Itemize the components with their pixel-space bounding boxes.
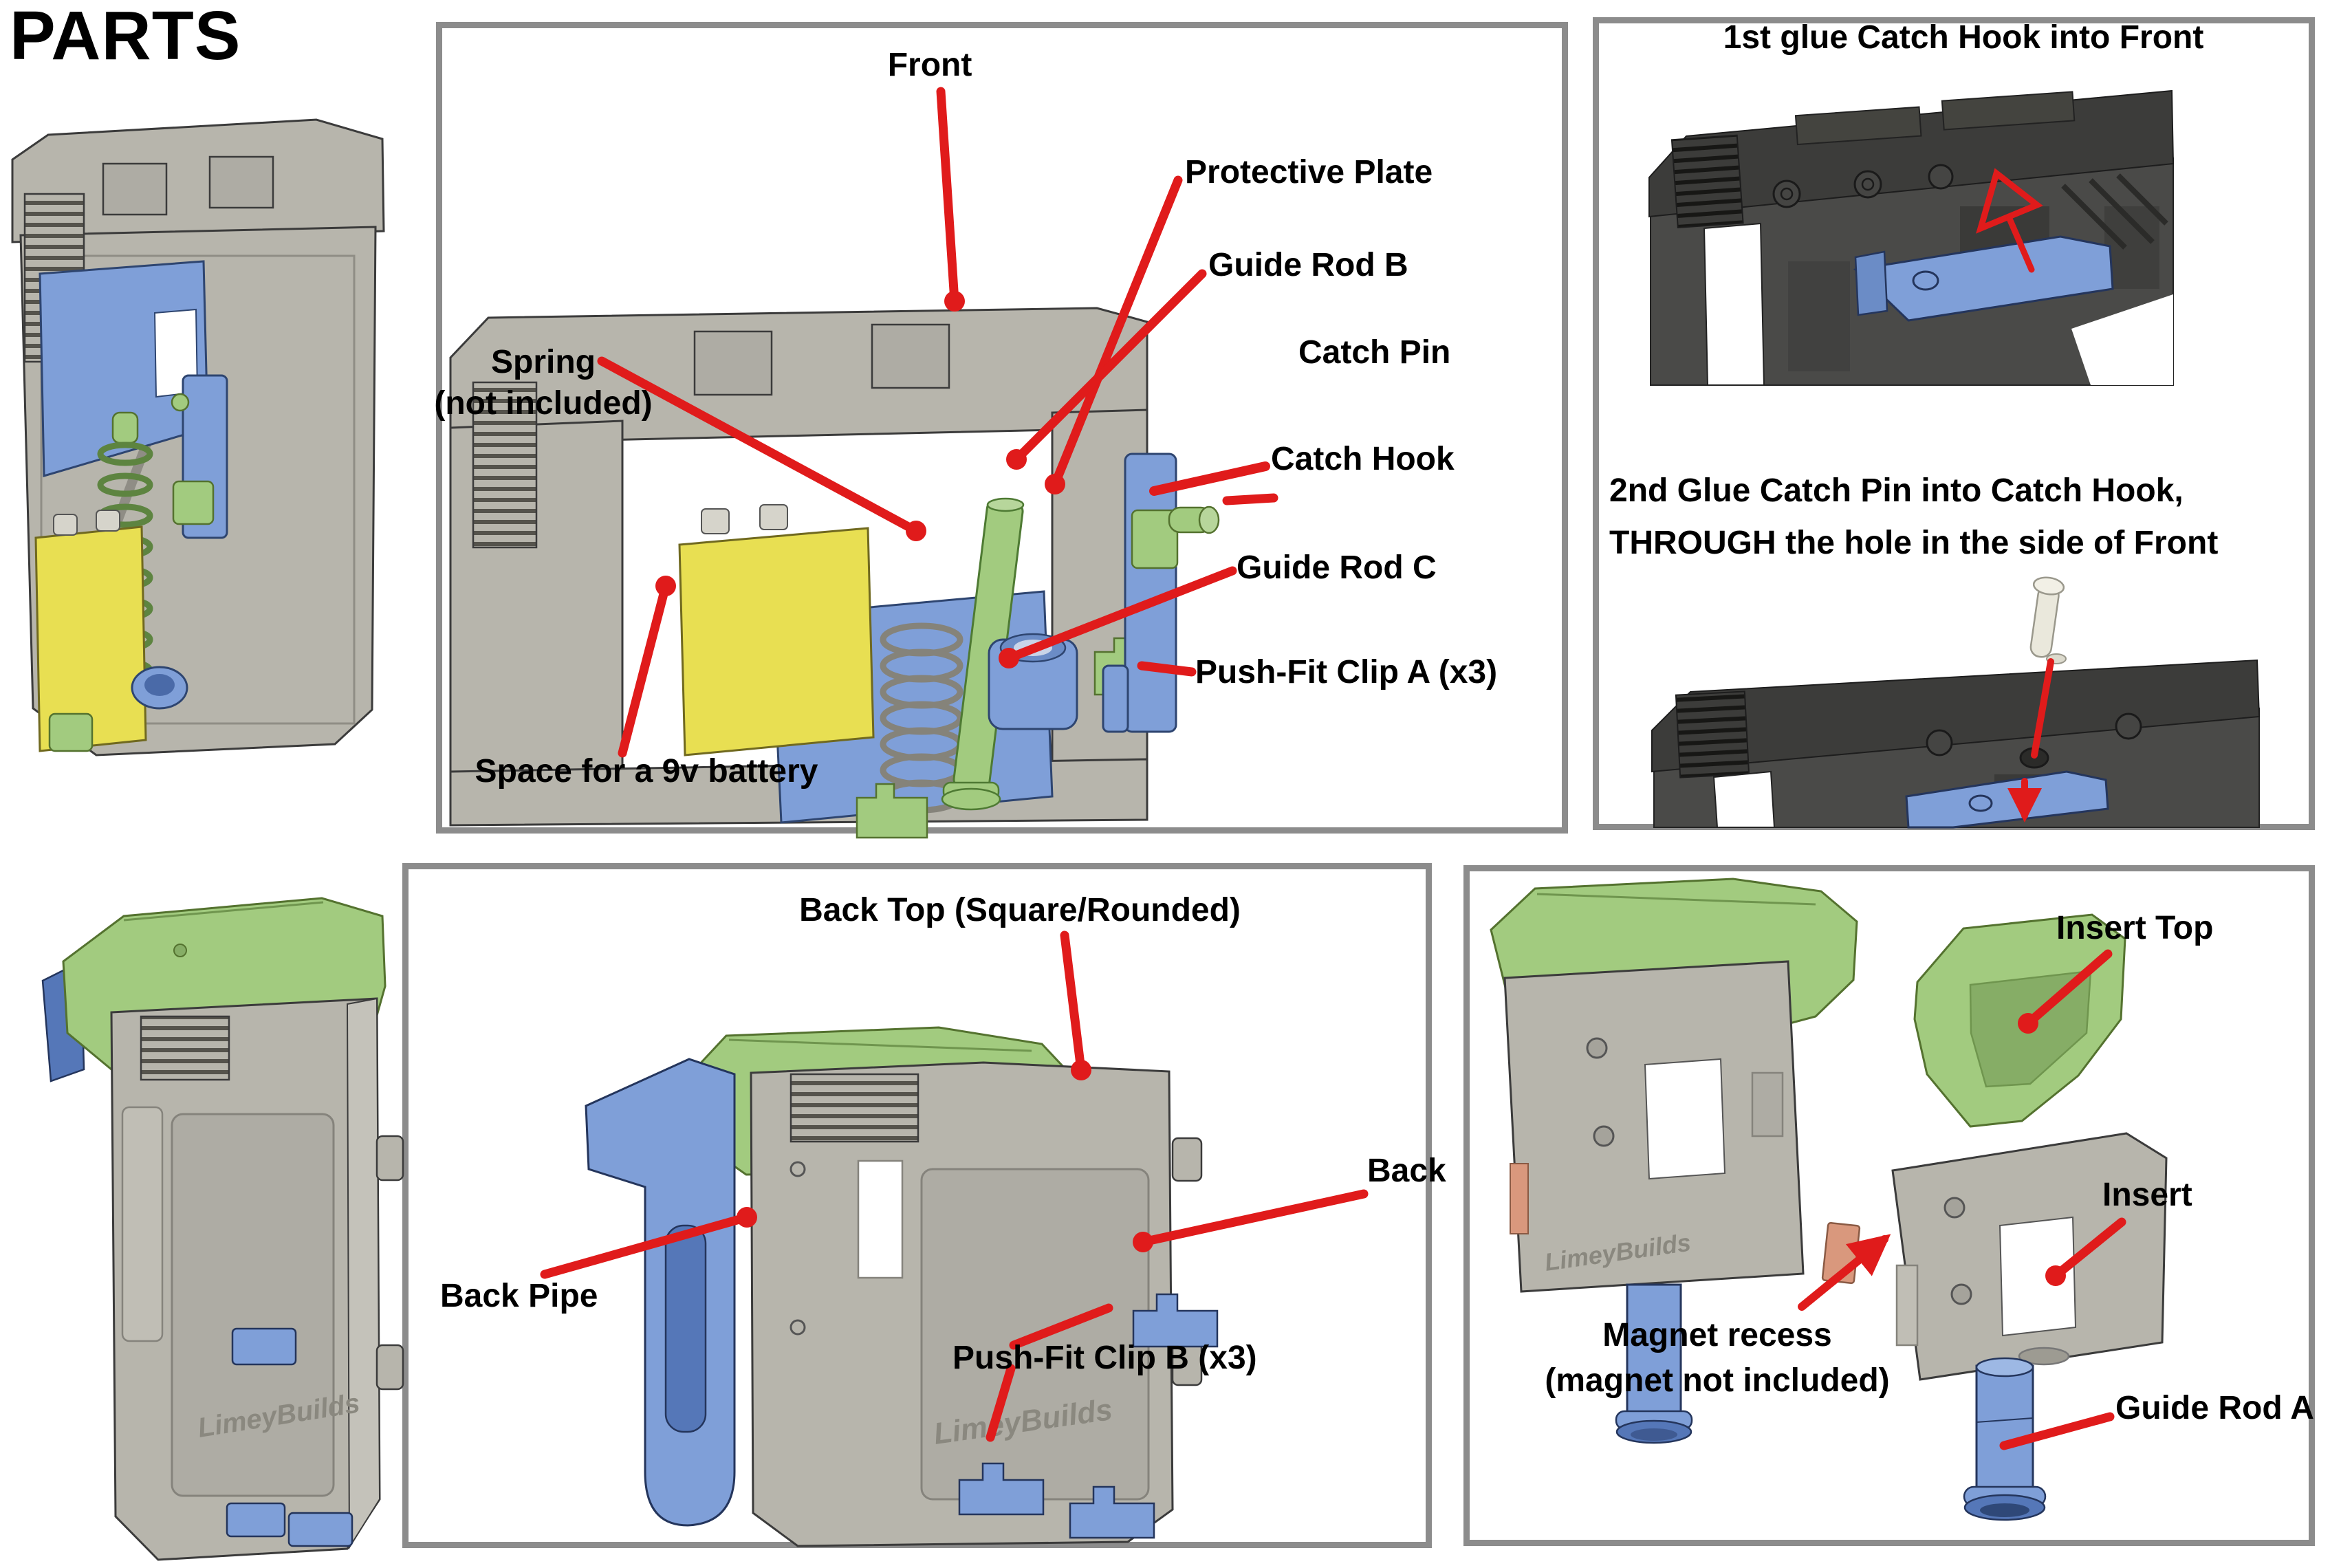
front-exploded-render [449,307,1220,839]
catch-pin-white-part [2029,576,2067,664]
back-label: Back [1367,1153,1446,1189]
push-fit-clip-b-label: Push-Fit Clip B (x3) [952,1340,1257,1376]
push-fit-clip-b-part [958,1462,1045,1516]
catch-hook-glued-part [1905,770,2109,829]
guide-rod-b-part [941,497,1025,811]
insert-renders: LimeyBuilds [1490,878,2168,1521]
protective-plate-label: Protective Plate [1185,154,1433,190]
back-exploded-render: LimeyBuilds [585,1026,1219,1547]
page-title: PARTS [10,0,241,74]
catch-pin-part [1168,505,1220,534]
catch-hook-glued-part [1853,235,2114,322]
glue-step2-line1: 2nd Glue Catch Pin into Catch Hook, [1609,472,2184,509]
magnet-recess-label: Magnet recess (magnet not included) [1545,1313,1889,1404]
front-label: Front [887,47,972,83]
battery-part [678,527,875,756]
spring-label: Spring (not included) [434,342,652,425]
guide-rod-a-label: Guide Rod A [2115,1390,2314,1426]
front-exploded-panel [436,22,1568,834]
insert-exploded-panel [1463,865,2315,1546]
magnet-recess-line2: (magnet not included) [1545,1362,1890,1400]
back-pipe-part [585,1058,736,1527]
glue-step1-title: 1st glue Catch Hook into Front [1723,19,2204,56]
back-pipe-label: Back Pipe [440,1278,598,1314]
push-fit-clip-a-part [856,783,928,839]
magnet-recess-line1: Magnet recess [1602,1317,1832,1353]
back-part: LimeyBuilds [750,1061,1203,1547]
push-fit-clip-a-label: Push-Fit Clip A (x3) [1195,654,1498,690]
catch-pin-label: Catch Pin [1298,334,1451,371]
insert-label: Insert [2102,1177,2192,1213]
spring-label-line2: (not included) [434,385,653,422]
catch-hook-label: Catch Hook [1271,441,1455,477]
guide-rod-c-label: Guide Rod C [1237,549,1437,586]
glue-step1-render [1648,89,2175,386]
back-top-label: Back Top (Square/Rounded) [799,892,1241,928]
insert-top-label: Insert Top [2056,910,2214,946]
guide-rod-b-label: Guide Rod B [1208,247,1408,283]
annotation-lines [540,87,2126,1450]
glue-step2-render [1651,576,2261,829]
insert-assembled-part: LimeyBuilds [1490,878,1858,1444]
glue-step2-line2: THROUGH the hole in the side of Front [1609,524,2219,561]
front-assembled-render [11,118,385,756]
push-fit-clip-b-part [1069,1485,1155,1539]
glue-step2-title: 2nd Glue Catch Pin into Catch Hook, THRO… [1609,465,2218,569]
battery-label: Space for a 9v battery [475,753,818,790]
spring-label-line1: Spring [491,344,596,380]
back-assembled-render: LimeyBuilds [41,897,404,1561]
insert-part [1891,1132,2168,1381]
push-fit-clip-b-part [1132,1293,1219,1348]
catch-hook-part [1102,453,1179,733]
